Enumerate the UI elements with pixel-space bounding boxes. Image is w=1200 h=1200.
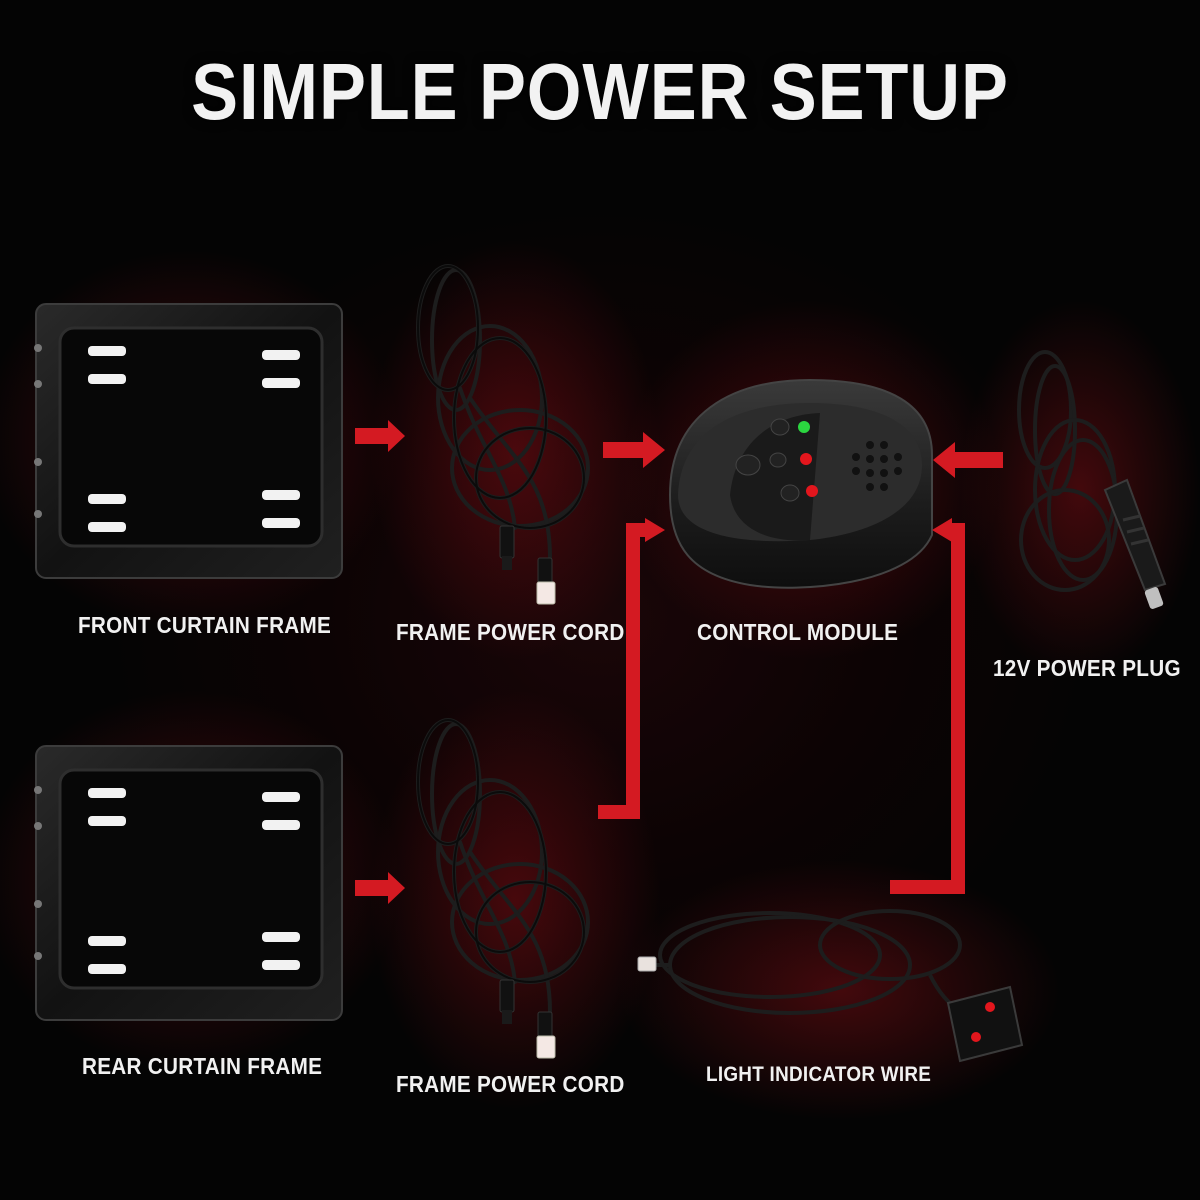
front-curtain-frame: [34, 303, 343, 579]
arrow-top-cord-to-module: [603, 432, 665, 468]
front-curtain-frame-label: FRONT CURTAIN FRAME: [78, 612, 332, 638]
power-plug-12v: [1017, 350, 1167, 609]
power-plug-label: 12V POWER PLUG: [993, 655, 1181, 681]
frame-power-cord-bottom: [416, 718, 590, 1059]
arrow-plug-to-module: [933, 442, 1003, 478]
indicator-led-1: [985, 1002, 995, 1012]
arrow-wire-to-module: [890, 523, 965, 894]
frame-power-cord-top-label: FRAME POWER CORD: [396, 619, 625, 645]
frame-power-cord-top: [416, 264, 590, 605]
light-indicator-wire-label: LIGHT INDICATOR WIRE: [706, 1063, 932, 1086]
page-title: SIMPLE POWER SETUP: [191, 47, 1009, 136]
light-indicator-wire: [637, 909, 1024, 1063]
red-led-1: [800, 453, 812, 465]
control-module-label: CONTROL MODULE: [697, 619, 899, 645]
arrow-bottom-cord-to-module: [598, 523, 648, 819]
rear-curtain-frame-label: REAR CURTAIN FRAME: [82, 1053, 323, 1079]
control-module: [668, 378, 933, 589]
arrow-front-frame-to-cord: [355, 420, 405, 452]
green-led: [798, 421, 810, 433]
rear-curtain-frame: [34, 745, 343, 1021]
frame-power-cord-bottom-label: FRAME POWER CORD: [396, 1071, 625, 1097]
red-led-2: [806, 485, 818, 497]
indicator-led-2: [971, 1032, 981, 1042]
arrow-rear-frame-to-cord: [355, 872, 405, 904]
